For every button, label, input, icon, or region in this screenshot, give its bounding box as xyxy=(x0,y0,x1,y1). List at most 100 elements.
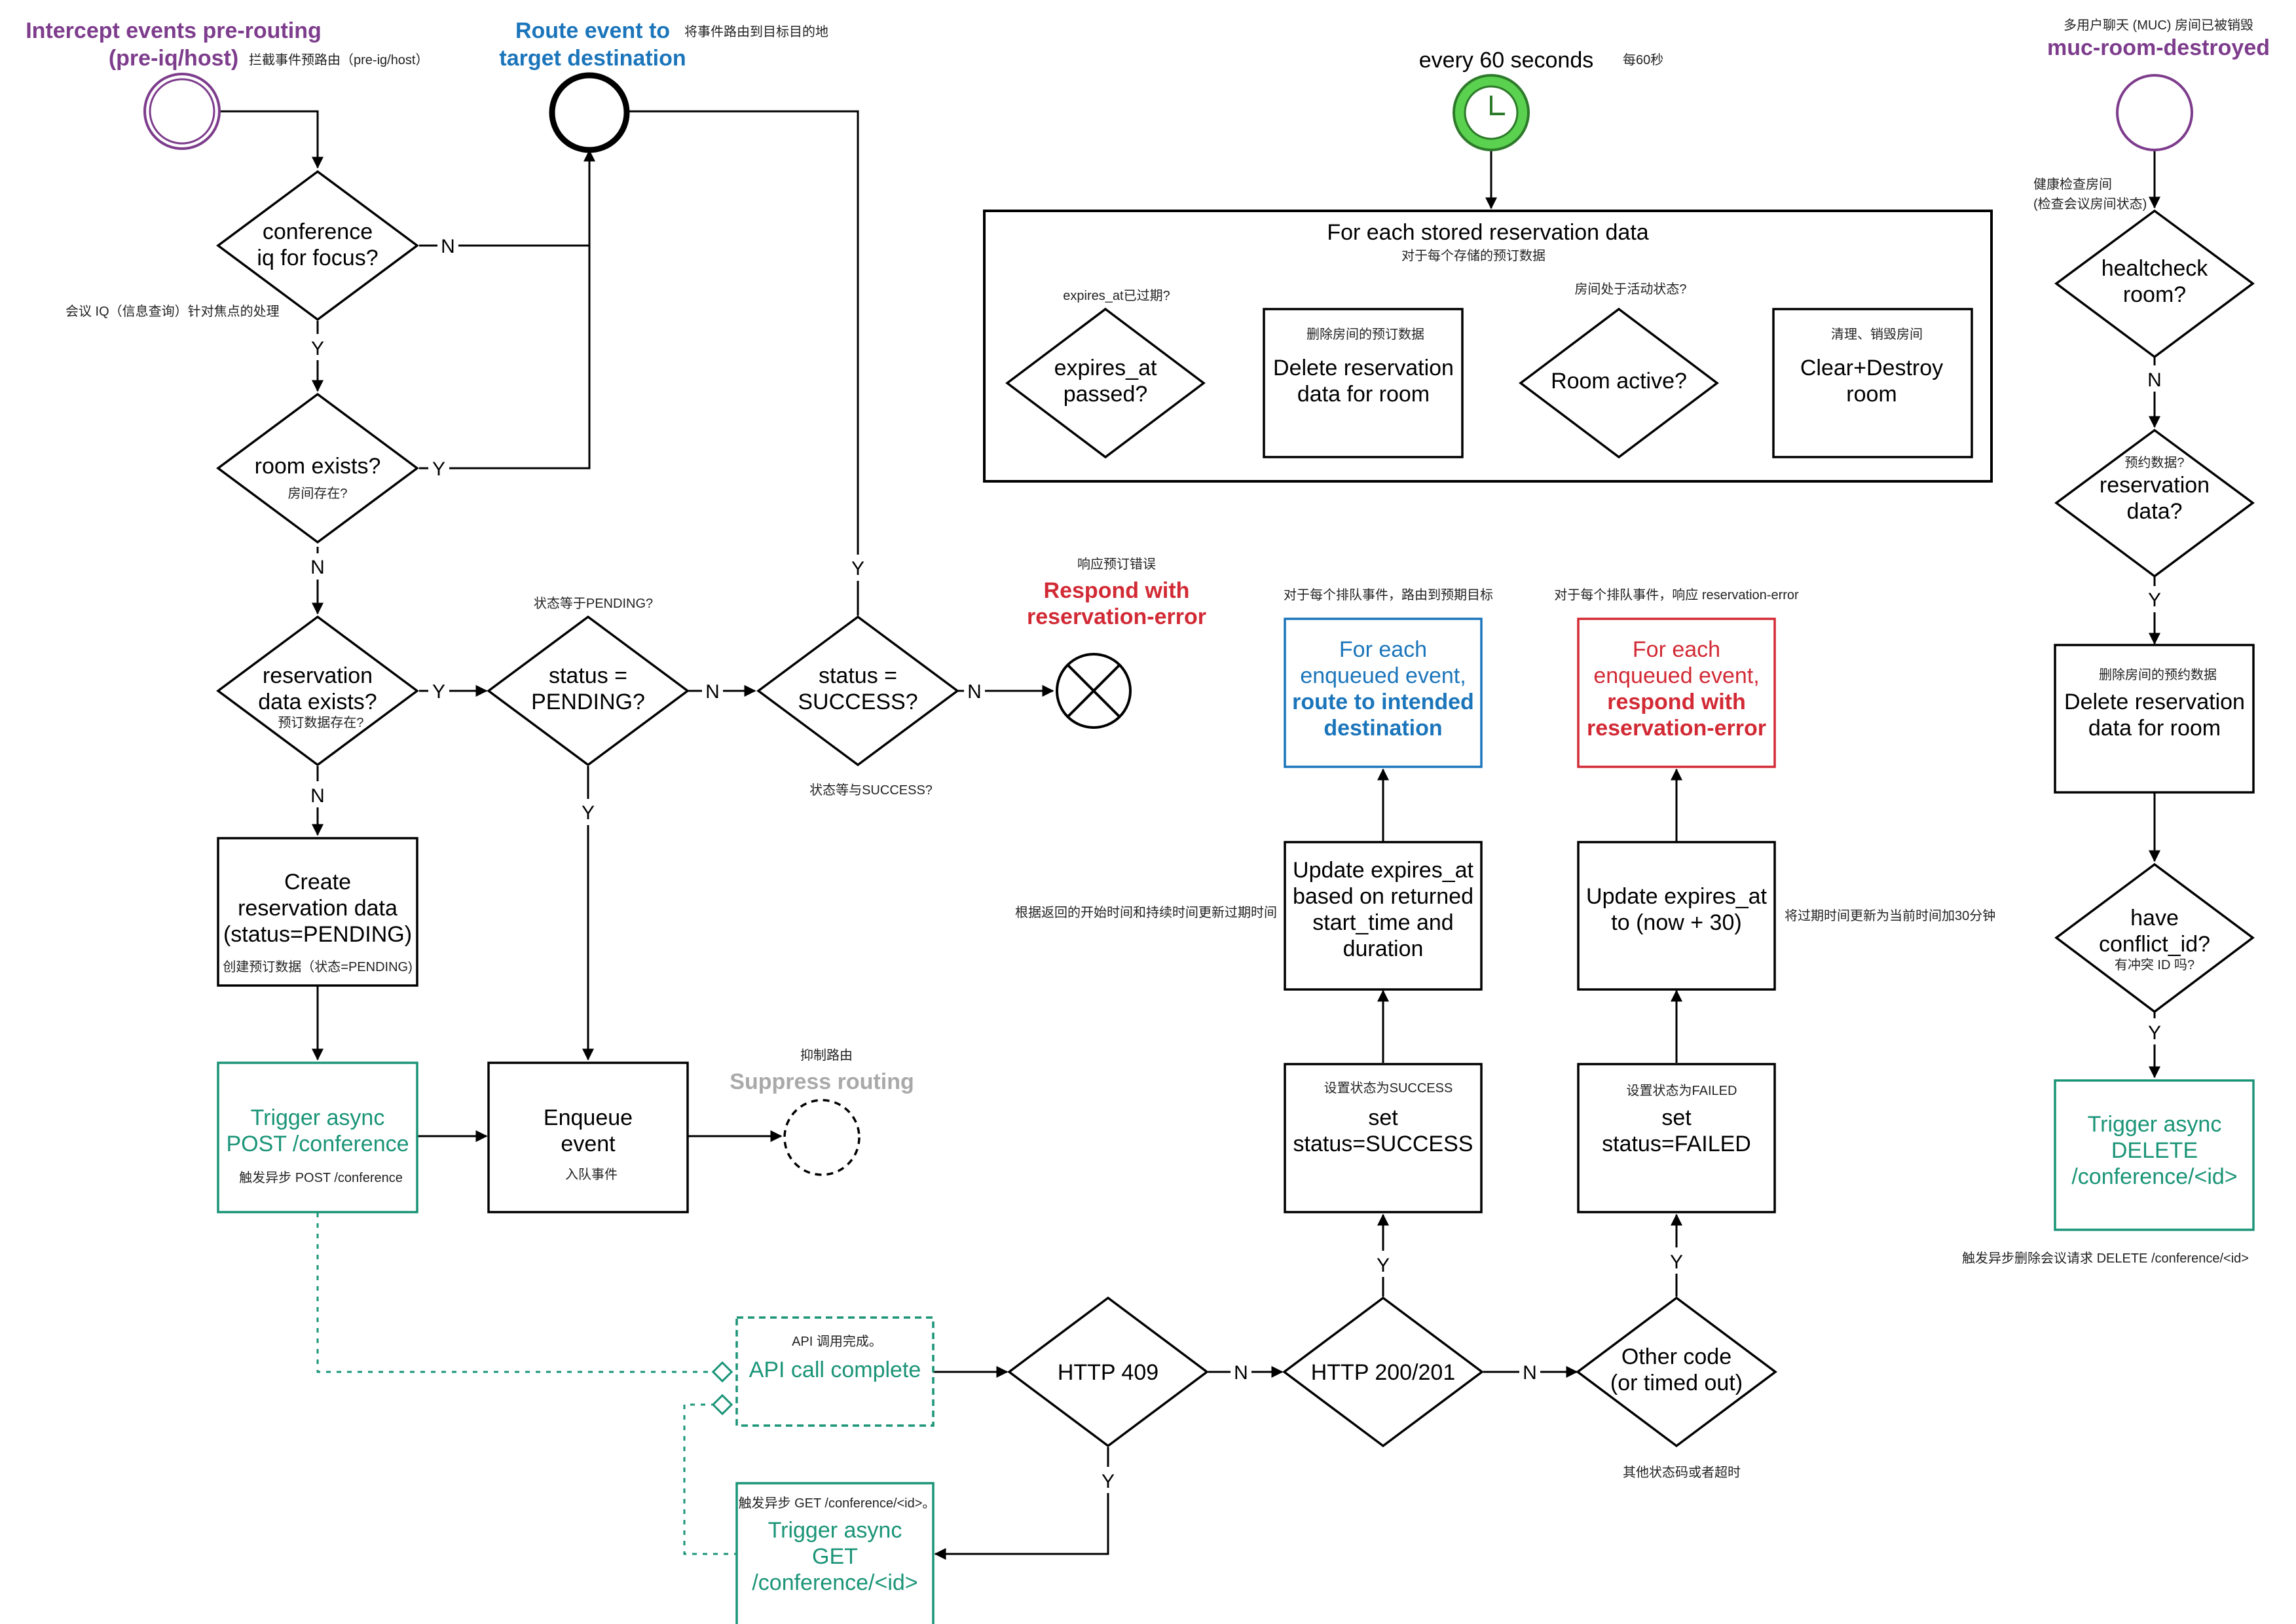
muc-event-circle xyxy=(2116,74,2193,151)
update-now30-line2: to (now + 30) xyxy=(1611,910,1741,935)
delete-room-data-note: 删除房间的预订数据 xyxy=(1306,327,1424,342)
start-pre-routing-note: 拦截事件预路由（pre-ig/host） xyxy=(249,52,429,67)
error-enqueued-line4: reservation-error xyxy=(1587,716,1766,741)
route-enqueued-line3: route to intended xyxy=(1292,690,1474,714)
label-success-no: N xyxy=(967,681,982,703)
route-end-note: 将事件路由到目标目的地 xyxy=(684,24,828,39)
label-200-no: N xyxy=(1523,1362,1537,1384)
label-healthcheck-no: N xyxy=(2147,369,2162,391)
status-success-line1: status = xyxy=(819,663,897,688)
conference-iq-decision: conference iq for focus? 会议 IQ（信息查询）针对焦点… xyxy=(65,170,419,322)
reservation-exists-line2: data exists? xyxy=(258,690,377,714)
room-active-note: 房间处于活动状态? xyxy=(1574,282,1686,297)
have-conflict-line2: conflict_id? xyxy=(2099,932,2210,957)
room-active-label: Room active? xyxy=(1551,369,1687,394)
delete-room-data-line1: Delete reservation xyxy=(1273,356,1454,380)
delete-room-data-line2: data for room xyxy=(1297,382,1430,407)
trigger-delete-line2: DELETE xyxy=(2111,1138,2198,1163)
label-200-yes: Y xyxy=(1377,1255,1390,1276)
label-409-yes: Y xyxy=(1102,1471,1115,1492)
set-failed-line1: set xyxy=(1661,1105,1692,1130)
label-conflict-yes: Y xyxy=(2148,1022,2161,1044)
clock-icon xyxy=(1453,74,1530,151)
error-enqueued-line2: enqueued event, xyxy=(1593,663,1759,688)
label-reservation-yes: Y xyxy=(432,681,445,703)
stored-group-title: For each stored reservation data xyxy=(1327,220,1648,245)
route-end-title-2: target destination xyxy=(499,46,686,71)
set-failed-note: 设置状态为FAILED xyxy=(1627,1083,1737,1098)
have-conflict-decision: have conflict_id? 有冲突 ID 吗? xyxy=(2054,862,2255,1014)
expires-passed-note: expires_at已过期? xyxy=(1063,288,1170,303)
trigger-post-note: 触发异步 POST /conference xyxy=(239,1170,403,1185)
set-success-note: 设置状态为SUCCESS xyxy=(1324,1080,1453,1096)
trigger-delete-line3: /conference/<id> xyxy=(2071,1164,2237,1189)
room-active-decision: 房间处于活动状态? Room active? xyxy=(1519,282,1719,459)
edge-start-to-conference xyxy=(219,110,324,169)
route-enqueued-note: 对于每个排队事件，路由到预期目标 xyxy=(1284,587,1493,602)
clear-destroy-note: 清理、销毁房间 xyxy=(1831,327,1923,342)
label-409-no: N xyxy=(1234,1362,1248,1384)
reservation-data-note: 预约数据? xyxy=(2124,455,2184,470)
update-returned-line2: based on returned xyxy=(1293,884,1473,909)
suppress-circle xyxy=(783,1099,861,1176)
room-exists-decision: room exists? 房间存在? xyxy=(216,392,419,544)
edge-post-to-api-dotted xyxy=(316,1213,722,1373)
have-conflict-line1: have xyxy=(2130,906,2179,931)
healthcheck-decision: 健康检查房间 (检查会议房间状态) healtcheck room? xyxy=(2033,177,2255,359)
route-enqueued-task: 对于每个排队事件，路由到预期目标 For each enqueued event… xyxy=(1284,587,1493,768)
update-returned-task: Update expires_at based on returned star… xyxy=(1015,841,1483,991)
update-returned-line1: Update expires_at xyxy=(1293,858,1474,883)
label-room-no: N xyxy=(310,557,325,578)
status-pending-line2: PENDING? xyxy=(531,690,645,714)
create-reservation-line1: Create xyxy=(284,870,351,895)
timer-note: 每60秒 xyxy=(1623,52,1663,67)
trigger-get-line2: GET xyxy=(812,1544,858,1569)
trigger-post-line1: Trigger async xyxy=(251,1105,385,1130)
delete-reservation-right-task: 删除房间的预约数据 Delete reservation data for ro… xyxy=(2054,644,2255,794)
update-returned-note: 根据返回的开始时间和持续时间更新过期时间 xyxy=(1015,905,1277,920)
label-success-yes: Y xyxy=(851,558,864,580)
api-complete-note: API 调用完成。 xyxy=(792,1334,882,1349)
edge-409-to-get xyxy=(934,1447,1109,1560)
suppress-note: 抑制路由 xyxy=(800,1048,853,1063)
other-code-decision: Other code (or timed out) 其他状态码或者超时 xyxy=(1576,1296,1777,1480)
enqueue-note: 入队事件 xyxy=(565,1167,618,1182)
other-code-line2: (or timed out) xyxy=(1610,1371,1743,1395)
enqueue-line1: Enqueue xyxy=(544,1105,633,1130)
suppress-label: Suppress routing xyxy=(730,1069,914,1094)
error-enqueued-line1: For each xyxy=(1633,637,1720,662)
set-success-line1: set xyxy=(1368,1105,1398,1130)
edge-room-to-route xyxy=(419,246,591,470)
create-reservation-note: 创建预订数据（状态=PENDING) xyxy=(223,959,412,974)
route-end-title-1: Route event to xyxy=(515,18,670,43)
error-enqueued-line3: respond with xyxy=(1607,690,1746,714)
route-enqueued-line1: For each xyxy=(1339,637,1427,662)
muc-destroyed-title: muc-room-destroyed xyxy=(2047,35,2270,60)
reservation-exists-note: 预订数据存在? xyxy=(278,715,363,730)
update-now30-note: 将过期时间更新为当前时间加30分钟 xyxy=(1785,908,1995,923)
route-enqueued-line4: destination xyxy=(1324,716,1442,741)
update-now30-line1: Update expires_at xyxy=(1586,884,1768,909)
status-pending-decision: 状态等于PENDING? status = PENDING? xyxy=(487,596,690,767)
status-success-note: 状态等与SUCCESS? xyxy=(809,783,933,798)
delete-room-data-task: 删除房间的预订数据 Delete reservation data for ro… xyxy=(1263,308,1464,458)
create-reservation-line3: (status=PENDING) xyxy=(223,922,412,947)
x-circle-icon xyxy=(1056,653,1132,729)
status-success-decision: status = SUCCESS? 状态等与SUCCESS? xyxy=(756,615,959,798)
healthcheck-note-1: 健康检查房间 xyxy=(2033,177,2112,192)
reservation-exists-line1: reservation xyxy=(263,663,373,688)
label-reservation-data-yes: Y xyxy=(2148,589,2161,611)
status-pending-line1: status = xyxy=(549,663,627,688)
trigger-get-note: 触发异步 GET /conference/<id>。 xyxy=(739,1496,936,1511)
http200-label: HTTP 200/201 xyxy=(1311,1360,1456,1385)
label-pending-no: N xyxy=(705,681,720,703)
set-failed-task: 设置状态为FAILED set status=FAILED xyxy=(1577,1063,1776,1213)
respond-error-line1: Respond with xyxy=(1044,578,1190,603)
stored-group-note: 对于每个存储的预订数据 xyxy=(1401,248,1546,263)
room-exists-line1: room exists? xyxy=(255,454,381,479)
error-enqueued-note: 对于每个排队事件，响应 reservation-error xyxy=(1554,587,1799,602)
start-pre-routing-title-1: Intercept events pre-routing xyxy=(26,18,322,43)
trigger-delete-task: Trigger async DELETE /conference/<id> 触发… xyxy=(1962,1079,2255,1266)
set-success-line2: status=SUCCESS xyxy=(1293,1132,1473,1156)
